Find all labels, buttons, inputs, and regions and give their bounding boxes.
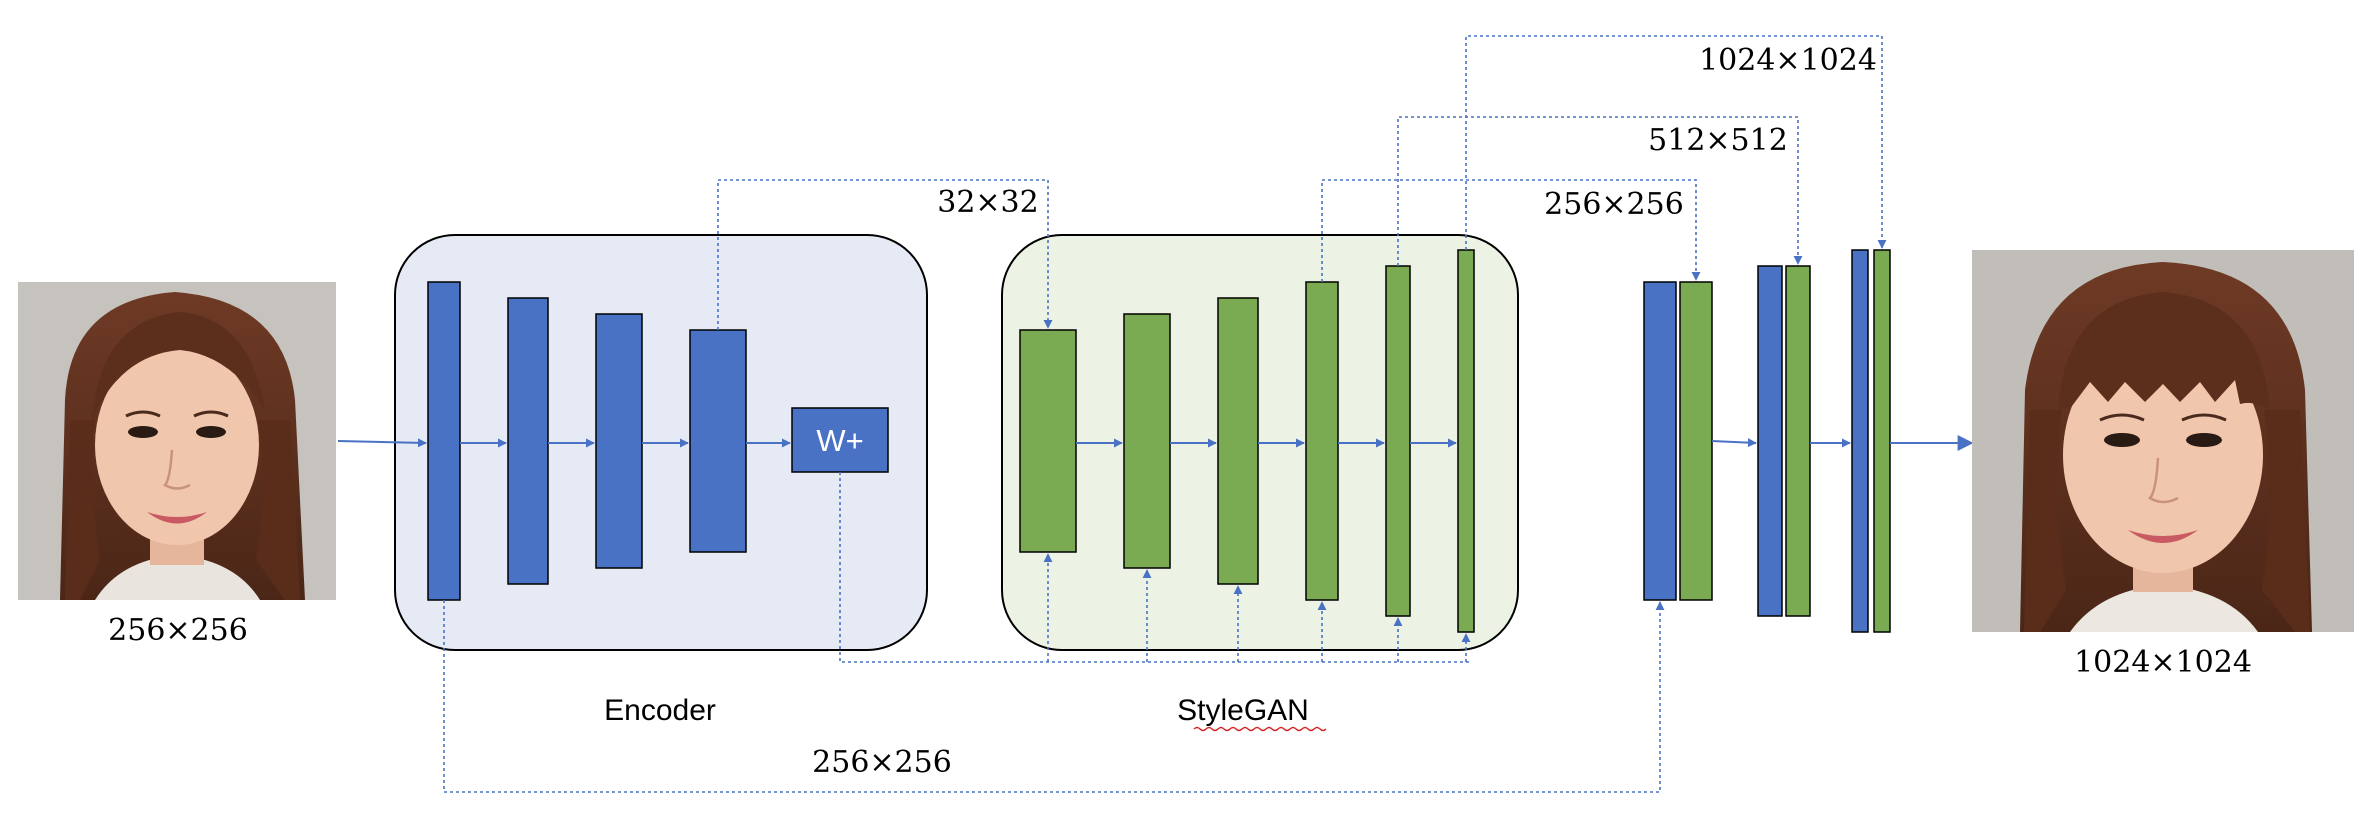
generator-block-2 — [1123, 313, 1171, 569]
skip-label-1024: 1024×1024 — [1699, 43, 1877, 78]
skip-label-input-256: 256×256 — [812, 745, 952, 780]
encoder-block-2 — [507, 297, 549, 585]
encoder-flow-arrows — [337, 438, 791, 448]
encoder-block-4 — [689, 329, 747, 553]
decoder-green-block-3 — [1873, 249, 1891, 633]
skip-label-32: 32×32 — [937, 185, 1038, 220]
encoder-label: Encoder — [604, 694, 716, 727]
latent-wplus-box — [791, 407, 889, 473]
generator-block-5 — [1385, 265, 1411, 617]
decoder-green-block-2 — [1785, 265, 1811, 617]
skip-label-256: 256×256 — [1544, 187, 1684, 222]
decoder-blue-block-3 — [1851, 249, 1869, 633]
encoder-block-3 — [595, 313, 643, 569]
input-resolution-label: 256×256 — [108, 613, 248, 648]
skip-label-512: 512×512 — [1648, 123, 1788, 158]
encoder-block-1 — [427, 281, 461, 601]
decoder-blue-block-2 — [1757, 265, 1783, 617]
generator-block-4 — [1305, 281, 1339, 601]
generator-block-6 — [1457, 249, 1475, 633]
output-resolution-label: 1024×1024 — [2074, 645, 2252, 680]
decoder-blue-block-1 — [1643, 281, 1677, 601]
decoder-flow-arrows — [1711, 435, 1974, 451]
skip-connections — [443, 35, 1887, 793]
spellcheck-underline — [1193, 726, 1327, 732]
generator-block-1 — [1019, 329, 1077, 553]
decoder-green-block-1 — [1679, 281, 1713, 601]
input-face-image — [18, 282, 336, 600]
generator-block-3 — [1217, 297, 1259, 585]
stylegan-label: StyleGAN — [1177, 694, 1309, 727]
output-face-image — [1972, 250, 2354, 632]
latent-wplus-label: W+ — [816, 423, 863, 458]
